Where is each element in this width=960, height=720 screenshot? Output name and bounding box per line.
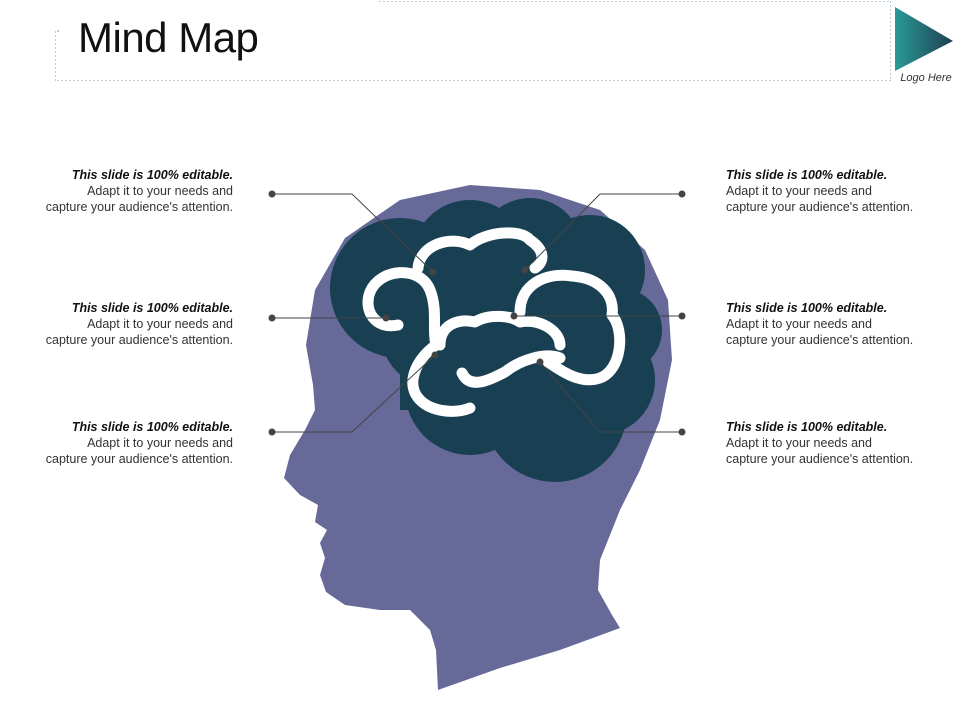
connectors-right [514, 193, 682, 433]
note-right-1: This slide is 100% editable. Adapt it to… [726, 167, 916, 215]
dot-left-2-inner [382, 314, 390, 322]
dot-right-2-outer [678, 312, 686, 320]
logo-placeholder: Logo Here [900, 72, 952, 84]
note-left-2: This slide is 100% editable. Adapt it to… [43, 300, 233, 348]
note-body: Adapt it to your needs and capture your … [45, 184, 233, 214]
dot-left-3-outer [268, 428, 276, 436]
dot-left-3-inner [431, 351, 439, 359]
logo-arrow-icon [895, 7, 953, 71]
dot-right-3-inner [536, 358, 544, 366]
page-title: Mind Map [78, 14, 259, 61]
note-body: Adapt it to your needs and capture your … [726, 317, 914, 347]
note-body: Adapt it to your needs and capture your … [45, 436, 233, 466]
note-heading: This slide is 100% editable. [71, 168, 233, 182]
dot-right-3-outer [678, 428, 686, 436]
dot-right-1-outer [678, 190, 686, 198]
connector-dots [268, 190, 686, 436]
connectors-left [272, 193, 436, 433]
dot-left-1-outer [268, 190, 276, 198]
note-left-3: This slide is 100% editable. Adapt it to… [43, 419, 233, 467]
dot-right-1-inner [521, 266, 529, 274]
dot-right-2-inner [510, 312, 518, 320]
note-right-2: This slide is 100% editable. Adapt it to… [726, 300, 916, 348]
connector-left-3 [272, 354, 436, 433]
connector-left-1 [272, 193, 434, 273]
note-heading: This slide is 100% editable. [726, 168, 888, 182]
dot-left-1-inner [429, 268, 437, 276]
note-body: Adapt it to your needs and capture your … [45, 317, 233, 347]
note-heading: This slide is 100% editable. [726, 420, 888, 434]
note-heading: This slide is 100% editable. [71, 301, 233, 315]
note-heading: This slide is 100% editable. [726, 301, 888, 315]
note-body: Adapt it to your needs and capture your … [726, 436, 914, 466]
note-body: Adapt it to your needs and capture your … [726, 184, 914, 214]
note-right-3: This slide is 100% editable. Adapt it to… [726, 419, 916, 467]
connector-right-1 [524, 193, 682, 271]
note-left-1: This slide is 100% editable. Adapt it to… [43, 167, 233, 215]
connector-right-3 [539, 361, 682, 433]
note-heading: This slide is 100% editable. [71, 420, 233, 434]
dot-left-2-outer [268, 314, 276, 322]
brain-folds [362, 227, 626, 417]
